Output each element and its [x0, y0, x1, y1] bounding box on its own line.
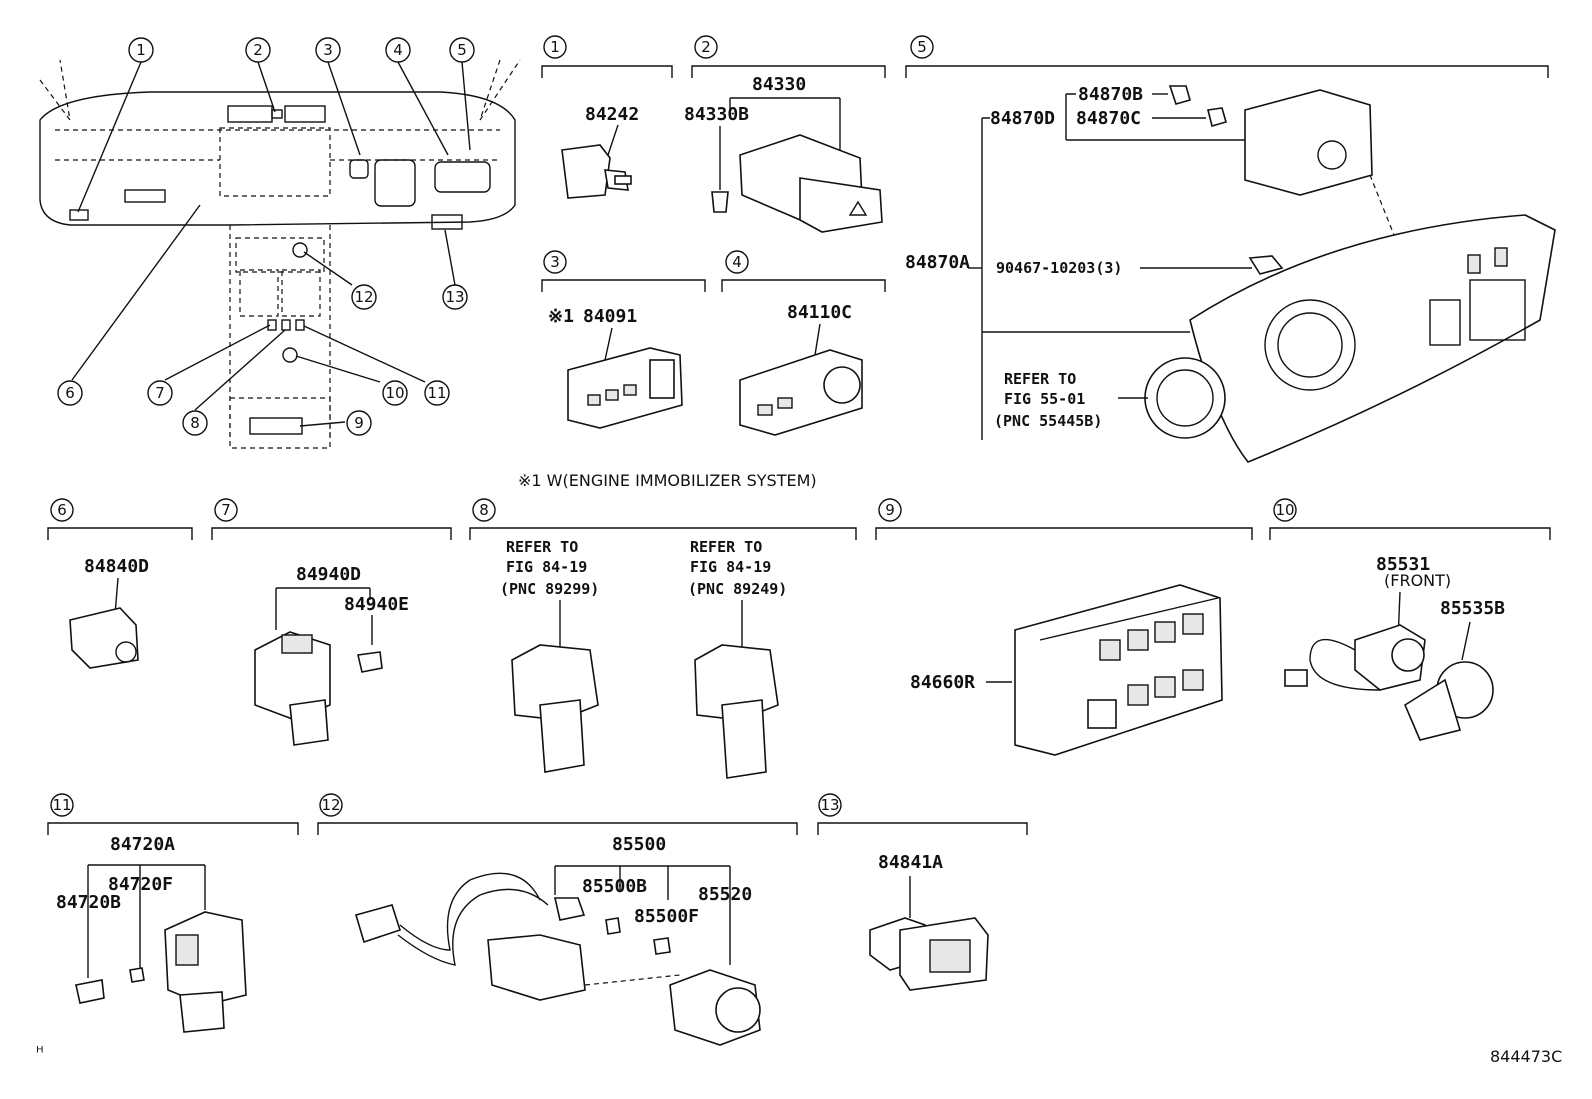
svg-text:3: 3 [323, 41, 333, 59]
refer-89299-line3: (PNC 89299) [500, 580, 599, 598]
part-84870A: 84870A [905, 252, 970, 273]
callout-2: 2 [245, 37, 271, 63]
section-1-switch: 84242 [561, 104, 639, 199]
corner-mark: ᴴ [36, 1043, 44, 1062]
callout-1: 1 [128, 37, 154, 63]
callout-6: 6 [57, 380, 83, 406]
svg-text:10: 10 [385, 384, 404, 402]
svg-text:5: 5 [457, 41, 467, 59]
part-85535B: 85535B [1440, 598, 1505, 619]
part-85500B: 85500B [582, 876, 647, 897]
section-6-switch: 84840D [69, 556, 149, 669]
refer-55-line3: (PNC 55445B) [994, 412, 1102, 430]
part-84330: 84330 [752, 74, 806, 95]
part-84870D: 84870D [990, 108, 1055, 129]
part-84330B: 84330B [684, 104, 749, 125]
part-84110C: 84110C [787, 302, 852, 323]
part-84940D: 84940D [296, 564, 361, 585]
refer-55-line2: FIG 55-01 [1004, 390, 1085, 408]
svg-text:8: 8 [479, 501, 489, 519]
svg-text:6: 6 [57, 501, 67, 519]
section-5-cluster-finish-panel: 84870B 84870D 84870C 84870A 90467-10203(… [905, 84, 1556, 463]
part-84870C: 84870C [1076, 108, 1141, 129]
callout-10: 10 [382, 380, 408, 406]
section-10-power-outlet: 85531 (FRONT) 85535B [1284, 554, 1505, 741]
callout-3: 3 [315, 37, 341, 63]
refer-89299-line2: FIG 84-19 [506, 558, 587, 576]
svg-text:3: 3 [550, 253, 560, 271]
callout-7: 7 [147, 380, 173, 406]
refer-89249-line2: FIG 84-19 [690, 558, 771, 576]
svg-text:8: 8 [190, 414, 200, 432]
svg-text:12: 12 [321, 796, 340, 814]
part-84840D: 84840D [84, 556, 149, 577]
part-84720F: 84720F [108, 874, 173, 895]
front-label: (FRONT) [1384, 571, 1451, 590]
section-8-switches: REFER TO FIG 84-19 (PNC 89299) REFER TO … [500, 538, 787, 779]
refer-89299-line1: REFER TO [506, 538, 578, 556]
section-7-switch: 84940D 84940E [254, 564, 409, 746]
svg-text:11: 11 [52, 796, 71, 814]
refer-89249-line1: REFER TO [690, 538, 762, 556]
part-84841A: 84841A [878, 852, 943, 873]
section-12-cigarette-lighter: 85500 85500B 85520 85500F [355, 834, 761, 1046]
section-headers: 1 2 5 3 4 6 7 8 9 10 11 12 13 [47, 35, 1551, 835]
callout-13: 13 [442, 284, 468, 310]
figure-code: 844473C [1490, 1047, 1562, 1066]
part-85520: 85520 [698, 884, 752, 905]
svg-text:5: 5 [917, 38, 927, 56]
part-84720B: 84720B [56, 892, 121, 913]
part-85500: 85500 [612, 834, 666, 855]
svg-text:7: 7 [221, 501, 231, 519]
footnote-immobilizer: ※1 W(ENGINE IMMOBILIZER SYSTEM) [518, 471, 817, 490]
part-85500F: 85500F [634, 906, 699, 927]
section-3-switch-panel: ※1 84091 [548, 306, 683, 429]
callout-5: 5 [449, 37, 475, 63]
svg-text:10: 10 [1275, 501, 1294, 519]
part-84242: 84242 [585, 104, 639, 125]
svg-text:1: 1 [136, 41, 146, 59]
svg-text:7: 7 [155, 384, 165, 402]
section-13-switch: 84841A [869, 852, 989, 991]
part-85531: 85531 [1376, 554, 1430, 575]
refer-55-line1: REFER TO [1004, 370, 1076, 388]
section-2-hazard-switch: 84330 84330B [684, 74, 883, 233]
callout-11: 11 [424, 380, 450, 406]
section-4-switch-panel: 84110C [739, 302, 863, 436]
svg-text:13: 13 [820, 796, 839, 814]
section-9-ac-control: 84660R [910, 584, 1223, 756]
callout-12: 12 [351, 284, 377, 310]
part-84940E: 84940E [344, 594, 409, 615]
svg-text:4: 4 [393, 41, 403, 59]
svg-text:9: 9 [885, 501, 895, 519]
part-84870B: 84870B [1078, 84, 1143, 105]
callout-9: 9 [346, 410, 372, 436]
part-84720A: 84720A [110, 834, 175, 855]
part-84091: 84091 [583, 306, 637, 327]
svg-text:13: 13 [445, 288, 464, 306]
callout-4: 4 [385, 37, 411, 63]
svg-text:1: 1 [550, 38, 560, 56]
svg-text:11: 11 [427, 384, 446, 402]
callout-8: 8 [182, 410, 208, 436]
svg-text:6: 6 [65, 384, 75, 402]
part-84660R: 84660R [910, 672, 975, 693]
part-90467-10203: 90467-10203(3) [996, 259, 1122, 277]
section-11-switch: 84720A 84720F 84720B [56, 834, 247, 1033]
svg-text:12: 12 [354, 288, 373, 306]
svg-text:4: 4 [732, 253, 742, 271]
dashboard-overview: 1 2 3 4 5 6 7 8 9 10 11 12 13 [39, 37, 521, 449]
svg-text:9: 9 [354, 414, 364, 432]
mark-1: ※1 [548, 306, 574, 327]
svg-text:2: 2 [253, 41, 263, 59]
refer-89249-line3: (PNC 89249) [688, 580, 787, 598]
svg-text:2: 2 [701, 38, 711, 56]
